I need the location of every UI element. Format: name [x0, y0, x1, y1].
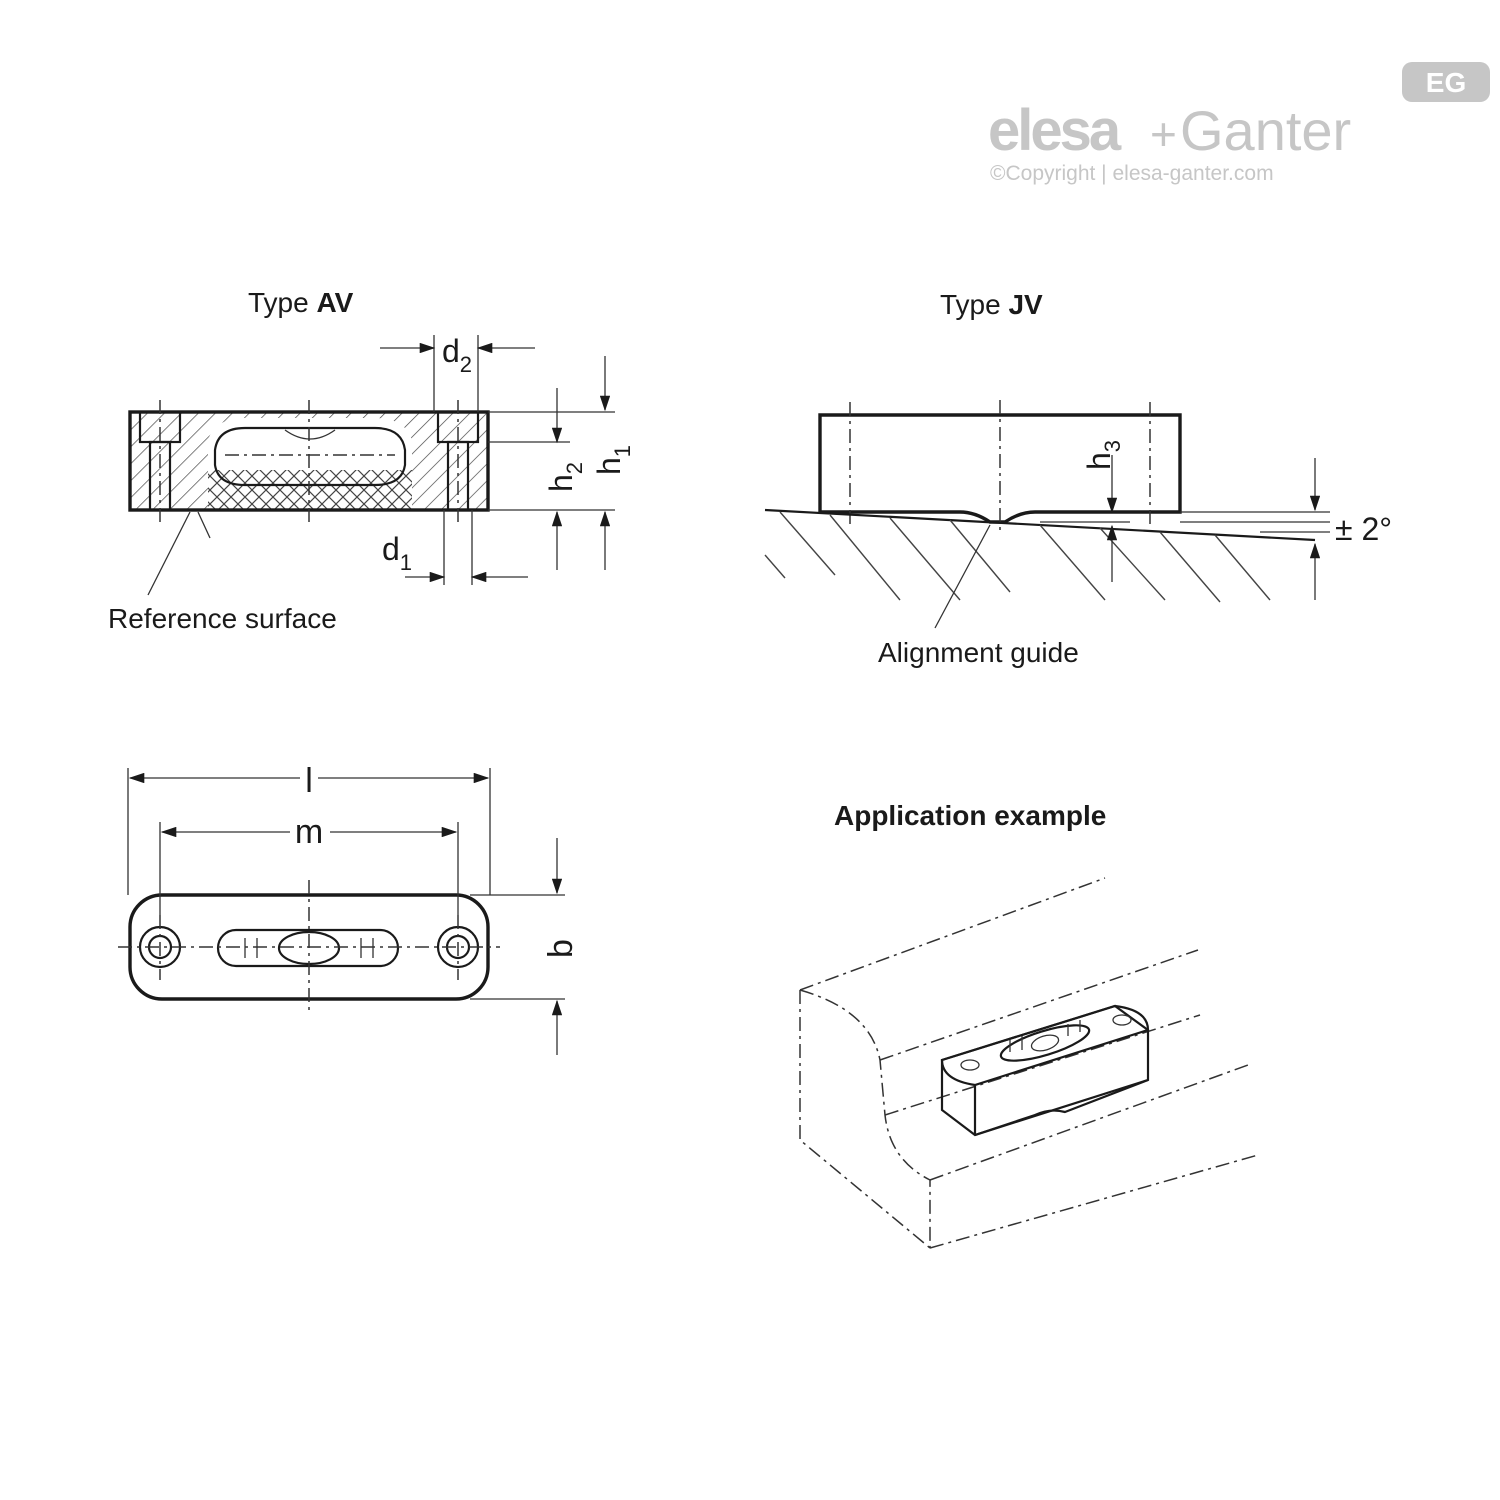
- av-vial-bed: [208, 470, 412, 510]
- type-av-title: Type AV: [248, 287, 354, 318]
- top-view: l m b: [118, 762, 580, 1055]
- av-vial: [213, 426, 407, 487]
- dim-h3: h3: [1081, 440, 1125, 470]
- application-example-title: Application example: [834, 800, 1106, 831]
- logo-copyright: ©Copyright | elesa-ganter.com: [990, 162, 1274, 185]
- type-av-section: Type AV d2 d1: [108, 287, 635, 634]
- brand-logo: elesa + Ganter EG ©Copyright | elesa-gan…: [988, 62, 1490, 185]
- application-level: [940, 1004, 1150, 1137]
- dim-b: b: [542, 939, 580, 958]
- logo-badge-text: EG: [1426, 67, 1466, 98]
- dim-l: l: [305, 762, 313, 800]
- jv-ground-hatch: [764, 511, 1271, 603]
- dim-h2: h2: [543, 462, 587, 492]
- logo-brand-left: elesa: [988, 98, 1122, 163]
- dim-h1: h1: [591, 445, 635, 475]
- type-jv-section: Type JV h3 ± 2° Alig: [764, 289, 1392, 668]
- dim-d1: d1: [382, 531, 412, 575]
- dim-m: m: [295, 813, 323, 851]
- dim-d2: d2: [442, 333, 472, 377]
- logo-brand-right: Ganter: [1180, 99, 1351, 162]
- alignment-guide-label: Alignment guide: [878, 637, 1079, 668]
- logo-badge: [1402, 62, 1490, 102]
- logo-brand-plus: +: [1150, 108, 1177, 160]
- application-example: Application example: [799, 800, 1259, 1249]
- top-vial: [216, 928, 400, 968]
- reference-surface-label: Reference surface: [108, 603, 337, 634]
- type-jv-title: Type JV: [940, 289, 1043, 320]
- angle-label: ± 2°: [1335, 511, 1392, 547]
